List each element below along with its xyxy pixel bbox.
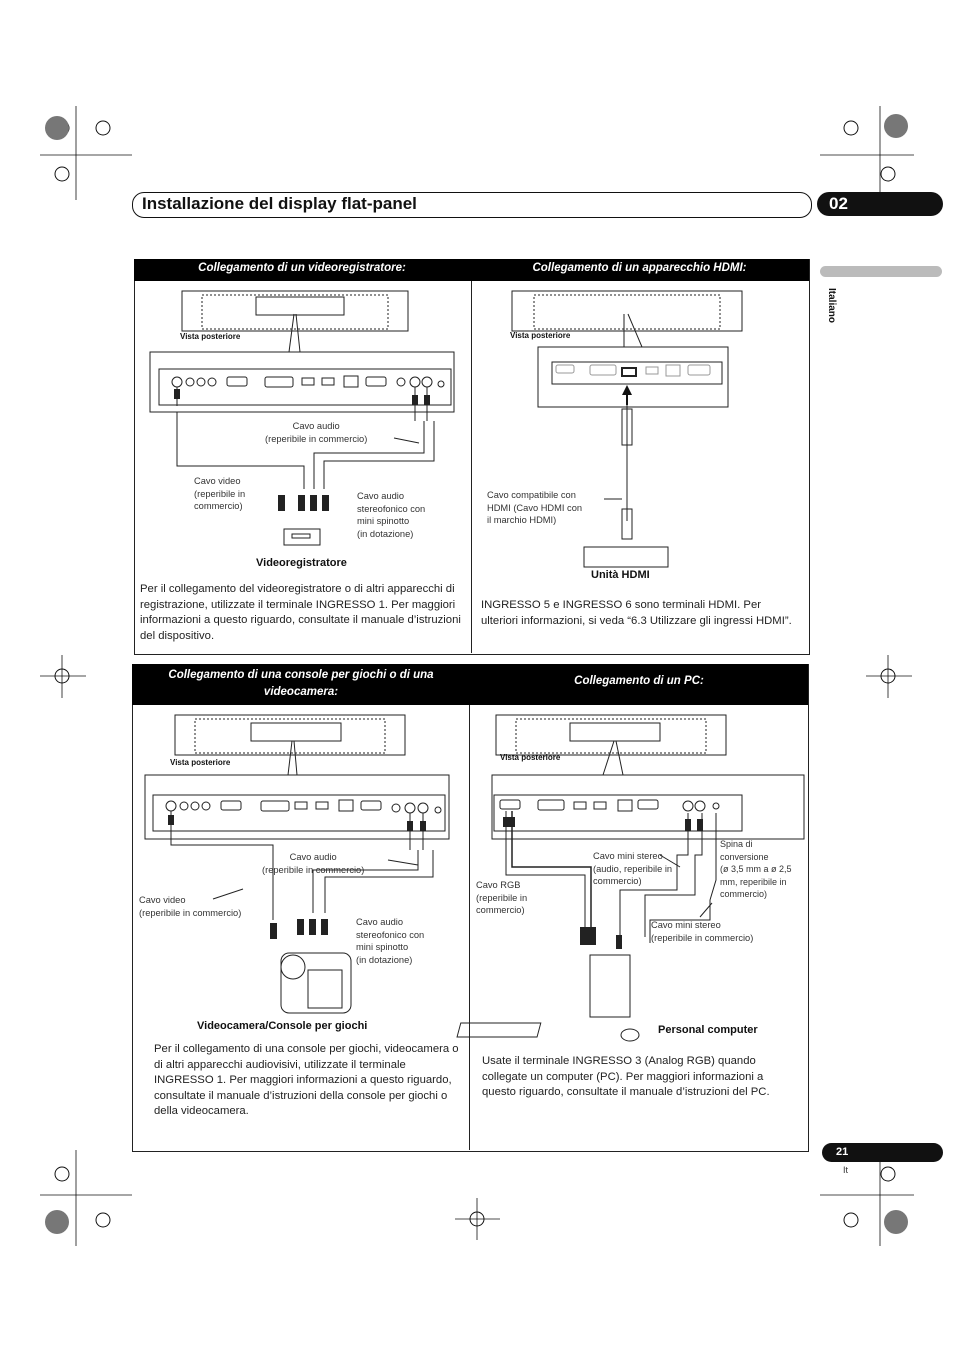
console-heading: Collegamento di una console per giochi o…: [168, 669, 434, 698]
vcr-description: Per il collegamento del videoregistrator…: [140, 583, 461, 642]
console-audio-cable-label: Cavo audio (reperibile in commercio): [262, 852, 365, 875]
hdmi-rear-view-label: Vista posteriore: [510, 331, 571, 340]
vcr-audio-cable-label: Cavo audio (reperibile in commercio): [265, 421, 368, 444]
language-tab: [820, 266, 942, 277]
bottom-heading-band: Collegamento di una console per giochi o…: [132, 664, 808, 705]
vcr-device-label: Videoregistratore: [256, 557, 347, 569]
vcr-heading: Collegamento di un videoregistratore:: [198, 262, 406, 274]
console-video-cable-label: Cavo video (reperibile in commercio): [139, 895, 242, 918]
page-number: 21: [822, 1143, 943, 1162]
hdmi-heading: Collegamento di un apparecchio HDMI:: [532, 262, 747, 274]
page-language-code: It: [843, 1165, 849, 1175]
console-device-label: Videocamera/Console per giochi: [197, 1020, 368, 1032]
hdmi-device-label: Unità HDMI: [591, 569, 650, 581]
header-bar: [132, 192, 812, 218]
vcr-rear-view-label: Vista posteriore: [180, 332, 241, 341]
top-heading-band: Collegamento di un videoregistratore: Co…: [134, 259, 809, 281]
bottom-divider: [469, 705, 470, 1150]
chapter-badge: 02: [817, 192, 943, 216]
pc-heading: Collegamento di un PC:: [574, 675, 704, 687]
pc-device-label: Personal computer: [658, 1024, 758, 1036]
vcr-stereo-cable-label: Cavo audio stereofonico con mini spinott…: [357, 491, 426, 539]
pc-diagram: [456, 714, 805, 1042]
pc-mini-stereo-1-label: Cavo mini stereo (audio, reperibile in c…: [593, 851, 673, 886]
pc-adapter-label: Spina di conversione (ø 3,5 mm a ø 2,5 m…: [720, 839, 792, 899]
vcr-video-cable-label: Cavo video (reperibile in commercio): [194, 476, 246, 511]
hdmi-description: INGRESSO 5 e INGRESSO 6 sono terminali H…: [481, 599, 792, 627]
pc-mini-stereo-2-label: Cavo mini stereo (reperibile in commerci…: [651, 920, 754, 943]
console-rear-view-label: Vista posteriore: [170, 758, 231, 767]
hdmi-diagram: [511, 290, 743, 568]
console-stereo-cable-label: Cavo audio stereofonico con mini spinott…: [356, 917, 425, 965]
page-title: Installazione del display flat-panel: [142, 194, 417, 213]
pc-rgb-cable-label: Cavo RGB (reperibile in commercio): [476, 880, 528, 915]
console-diagram: [144, 714, 450, 1014]
hdmi-cable-label: Cavo compatibile con HDMI (Cavo HDMI con…: [487, 490, 583, 525]
top-divider: [471, 281, 472, 653]
language-label: Italiano: [826, 288, 837, 324]
pc-rear-view-label: Vista posteriore: [500, 753, 561, 762]
console-description: Per il collegamento di una console per g…: [154, 1043, 459, 1117]
pc-description: Usate il terminale INGRESSO 3 (Analog RG…: [482, 1055, 770, 1098]
vcr-diagram: [149, 290, 455, 546]
